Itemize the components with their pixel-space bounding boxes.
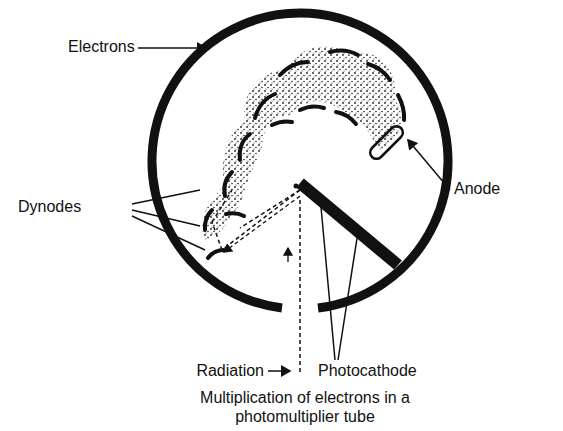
part-label: Photocathode [318,362,417,380]
dynodes [205,51,404,258]
part-label: Radiation [196,362,264,380]
figure-caption: Multiplication of electrons in a photomu… [190,388,420,426]
electron-cloud [202,47,401,240]
part-label: Anode [454,180,500,198]
electron-path-arrow [224,196,300,252]
leader-lines [132,48,450,360]
radiation-arrow [287,248,288,262]
part-label: Electrons [68,38,135,56]
radiation-pointer [268,370,290,372]
electron-paths [212,190,300,372]
anode-electrode [370,126,403,159]
photocathode-plate [300,183,398,265]
part-label: Dynodes [18,198,81,216]
